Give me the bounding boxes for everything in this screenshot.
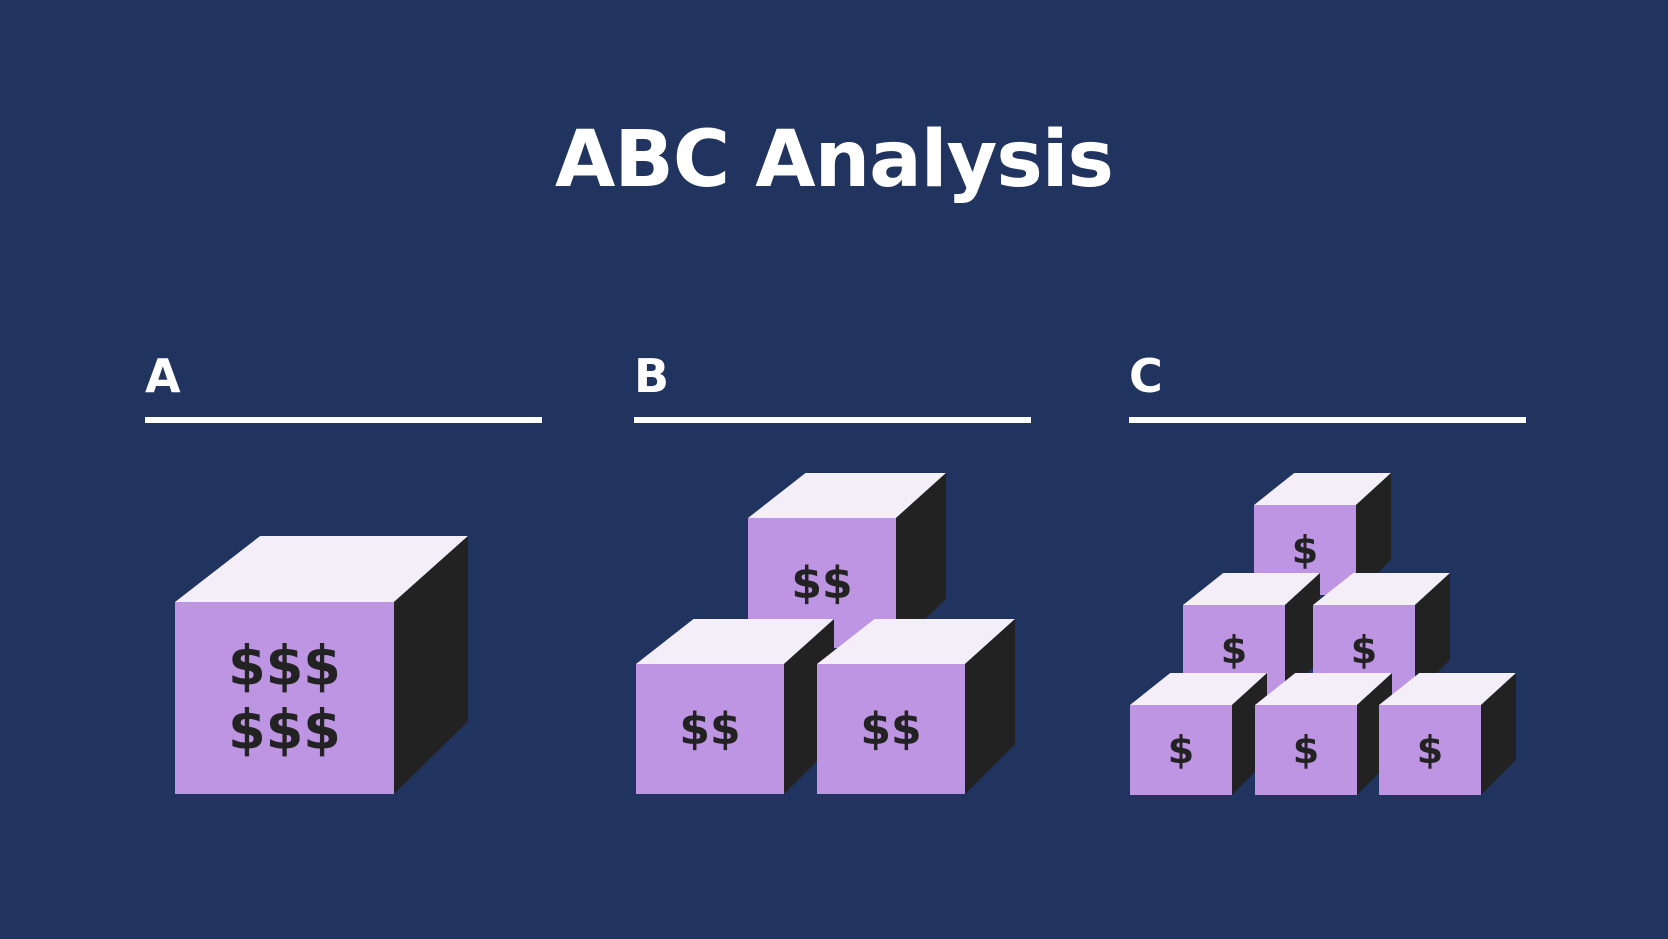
- category-a-divider: [145, 417, 542, 423]
- box-side-face: [1481, 673, 1516, 795]
- box-top-face: [1130, 673, 1267, 705]
- category-c-label: C: [1129, 349, 1163, 403]
- box-top-face: [1183, 573, 1320, 605]
- category-c-divider: [1129, 417, 1526, 423]
- dollar-symbol-text: $: [1221, 628, 1247, 672]
- box-top-face: [1254, 473, 1391, 505]
- dollar-symbol-text: $: [1168, 728, 1194, 772]
- category-c-box: $: [1379, 673, 1516, 795]
- box-top-face: [817, 619, 1015, 664]
- box-front-face: [1255, 705, 1357, 795]
- dollar-symbol-text: $: [1293, 728, 1319, 772]
- category-b-label: B: [634, 349, 670, 403]
- box-top-face: [1379, 673, 1516, 705]
- category-a-label: A: [145, 349, 181, 403]
- dollar-symbol-text: $: [1417, 728, 1443, 772]
- box-front-face: [175, 602, 394, 794]
- box-top-face: [1255, 673, 1392, 705]
- dollar-symbol-text: $$$: [228, 699, 341, 762]
- box-side-face: [1285, 573, 1320, 695]
- dollar-symbol-text: $$: [860, 704, 921, 755]
- category-c-box: $: [1130, 673, 1267, 795]
- dollar-symbol-text: $: [1292, 528, 1318, 572]
- category-b-box: $$: [817, 619, 1015, 794]
- page-title: ABC Analysis: [555, 115, 1114, 205]
- box-top-face: [1313, 573, 1450, 605]
- category-c-box: $: [1255, 673, 1392, 795]
- box-top-face: [175, 536, 468, 602]
- category-a-box: $$$$$$: [175, 536, 468, 794]
- dollar-symbol-text: $$$: [228, 635, 341, 698]
- box-front-face: [1130, 705, 1232, 795]
- box-front-face: [817, 664, 965, 794]
- category-b-divider: [634, 417, 1031, 423]
- dollar-symbol-text: $$: [679, 704, 740, 755]
- box-top-face: [636, 619, 834, 664]
- dollar-symbol-text: $$: [791, 558, 852, 609]
- box-side-face: [1415, 573, 1450, 695]
- box-side-face: [896, 473, 946, 648]
- box-top-face: [748, 473, 946, 518]
- category-c-box: $: [1183, 573, 1320, 695]
- box-side-face: [965, 619, 1015, 794]
- dollar-symbol-text: $: [1351, 628, 1377, 672]
- box-front-face: [636, 664, 784, 794]
- box-side-face: [1356, 473, 1391, 595]
- box-side-face: [394, 536, 468, 794]
- box-front-face: [1379, 705, 1481, 795]
- category-b-box: $$: [636, 619, 834, 794]
